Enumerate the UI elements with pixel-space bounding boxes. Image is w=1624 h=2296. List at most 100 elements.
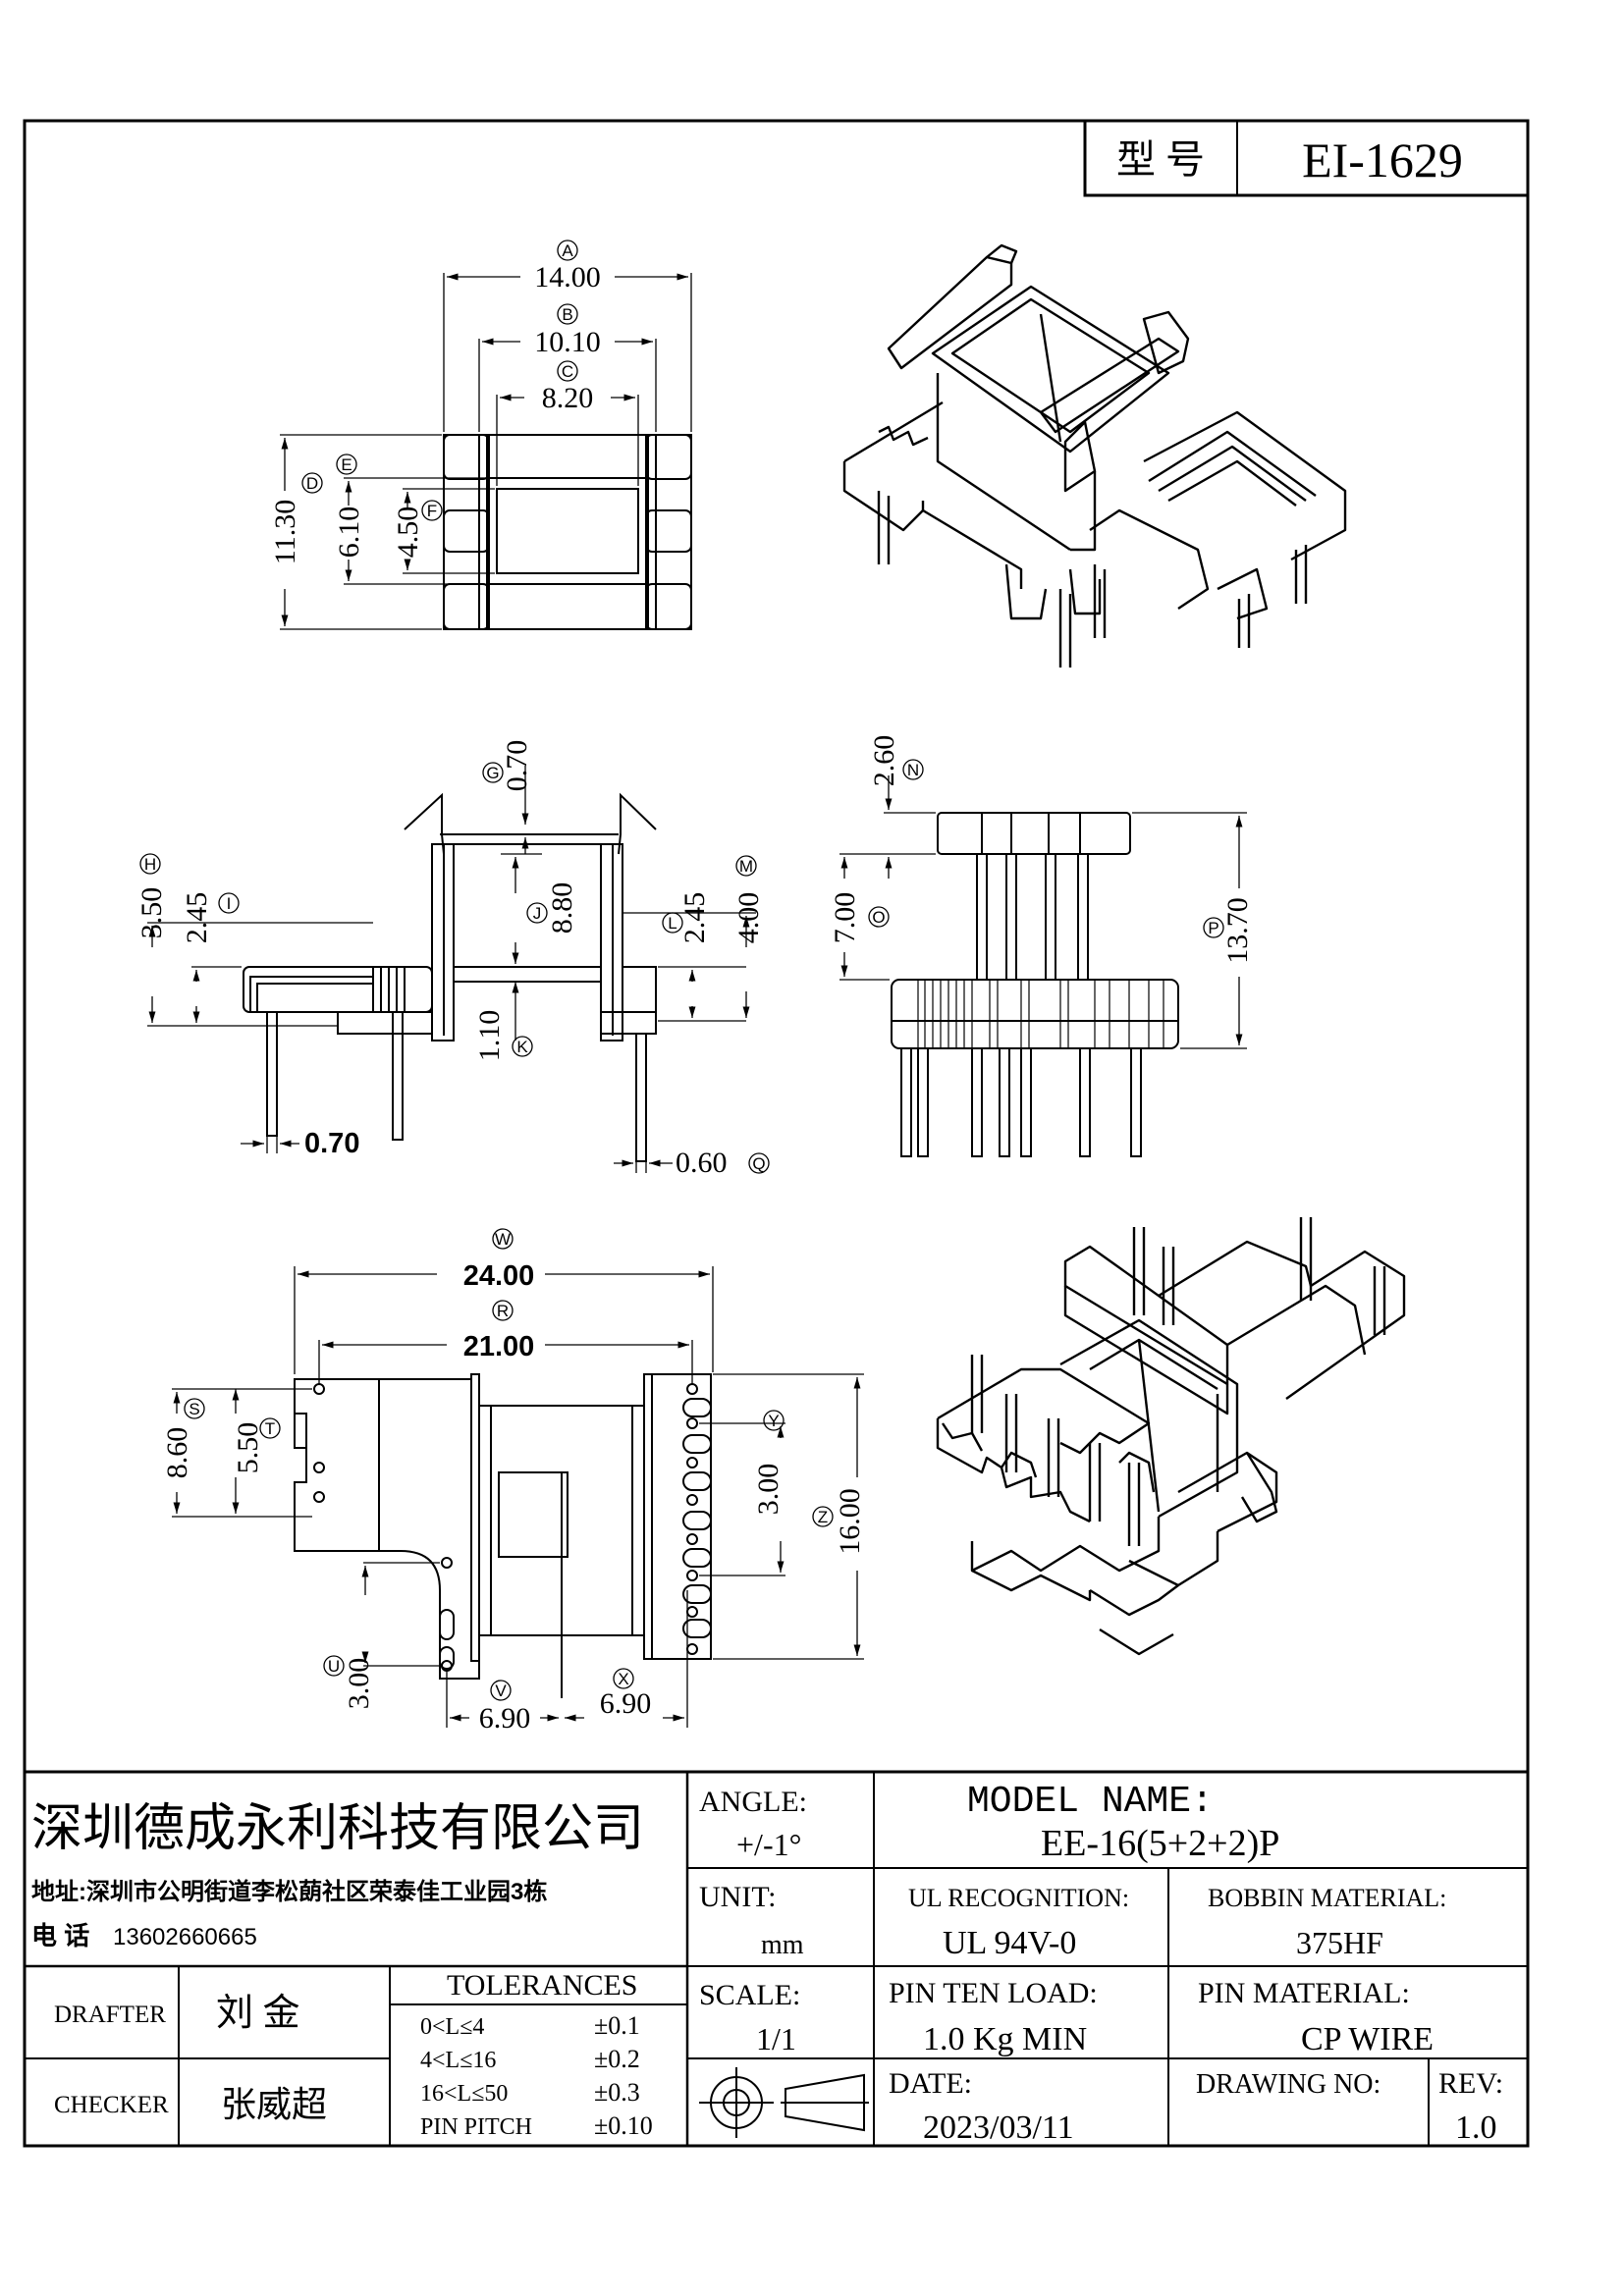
- phone-label: 电 话: [31, 1921, 89, 1950]
- company-address: 地址:深圳市公明街道李松蓢社区荣泰佳工业园3栋: [31, 1878, 547, 1905]
- pin-material-value: CP WIRE: [1301, 2021, 1434, 2057]
- svg-text:L: L: [668, 914, 677, 933]
- tolerance-value-3: ±0.3: [594, 2078, 640, 2107]
- dim-C: 8.20: [542, 382, 594, 414]
- rev-value: 1.0: [1455, 2109, 1497, 2146]
- pin-ten-load-label: PIN TEN LOAD:: [889, 1977, 1098, 2009]
- angle-label: ANGLE:: [699, 1786, 807, 1818]
- dim-X: 6.90: [600, 1687, 652, 1720]
- bobbin-material-label: BOBBIN MATERIAL:: [1208, 1884, 1446, 1912]
- dim-N: 2.60: [868, 735, 900, 787]
- tolerance-value-4: ±0.10: [594, 2111, 653, 2140]
- dim-J: 8.80: [546, 882, 578, 934]
- svg-text:X: X: [618, 1670, 628, 1688]
- svg-text:O: O: [872, 908, 885, 927]
- tolerance-value-2: ±0.2: [594, 2045, 640, 2073]
- projection-symbol-icon: [699, 2067, 869, 2138]
- dim-D: 11.30: [269, 500, 301, 564]
- title-block-text: 深圳德成永利科技有限公司 地址:深圳市公明街道李松蓢社区荣泰佳工业园3栋 电 话…: [31, 1781, 1503, 2146]
- dim-S: 8.60: [161, 1427, 193, 1479]
- ul-label: UL RECOGNITION:: [908, 1884, 1129, 1912]
- pin-ten-load-value: 1.0 Kg MIN: [923, 2021, 1087, 2057]
- svg-text:T: T: [265, 1419, 275, 1438]
- svg-text:Y: Y: [768, 1412, 779, 1430]
- title-block: [23, 1770, 1530, 2148]
- bobbin-material-value: 375HF: [1296, 1925, 1383, 1960]
- svg-text:V: V: [495, 1682, 507, 1700]
- tolerance-range-3: 16<L≤50: [420, 2081, 508, 2107]
- unit-value: mm: [761, 1930, 804, 1960]
- svg-text:D: D: [306, 474, 318, 493]
- dim-B: 10.10: [534, 326, 601, 358]
- side-view: [891, 812, 1179, 1157]
- front-view-dim-text: G 0.70 H 3.50 I 2.45 J 8.80 1.10 K L 2.4…: [135, 740, 770, 1179]
- dim-V: 6.90: [479, 1702, 531, 1735]
- svg-text:K: K: [516, 1038, 528, 1056]
- bottom-view-dimensions: [172, 1266, 864, 1728]
- svg-text:I: I: [227, 894, 232, 913]
- phone-number: 13602660665: [113, 1924, 257, 1950]
- svg-text:E: E: [341, 455, 352, 474]
- dim-Z: 16.00: [834, 1488, 866, 1555]
- top-view-dim-text: A 14.00 B 10.10 C 8.20 11.30 D 6.10 E 4.…: [269, 240, 601, 564]
- svg-text:J: J: [533, 904, 542, 923]
- svg-text:Z: Z: [818, 1508, 828, 1526]
- iso-view-bottom: [936, 1217, 1406, 1656]
- dim-I: 2.45: [181, 892, 213, 944]
- checker-label: CHECKER: [54, 2092, 169, 2118]
- top-view: [443, 434, 692, 630]
- svg-text:C: C: [562, 362, 573, 381]
- dim-O: 7.00: [829, 892, 861, 944]
- tolerance-range-1: 0<L≤4: [420, 2014, 484, 2040]
- tolerance-value-1: ±0.1: [594, 2011, 640, 2040]
- svg-text:P: P: [1208, 919, 1218, 937]
- svg-text:R: R: [497, 1302, 509, 1320]
- dim-Q: 0.60: [676, 1147, 728, 1179]
- bottom-view-pin-holes: [313, 1383, 698, 1672]
- dim-Y: 3.00: [752, 1464, 785, 1516]
- model-name-label: MODEL NAME:: [967, 1781, 1214, 1823]
- pin-material-label: PIN MATERIAL:: [1198, 1977, 1410, 2009]
- svg-text:H: H: [144, 855, 156, 874]
- iso-view-top: [842, 243, 1347, 667]
- tolerances-label: TOLERANCES: [447, 1969, 637, 2002]
- checker-value: 张威超: [221, 2085, 327, 2124]
- front-view-dimensions: [147, 766, 756, 1173]
- date-value: 2023/03/11: [923, 2109, 1074, 2146]
- unit-label: UNIT:: [699, 1881, 777, 1913]
- tolerance-range-4: PIN PITCH: [420, 2114, 532, 2140]
- model-name-value: EE-16(5+2+2)P: [1041, 1823, 1279, 1864]
- svg-text:N: N: [907, 761, 919, 779]
- dim-A: 14.00: [534, 261, 601, 294]
- company-name: 深圳德成永利科技有限公司: [31, 1801, 644, 1857]
- scale-value: 1/1: [756, 2021, 796, 2056]
- drafter-label: DRAFTER: [54, 2002, 166, 2028]
- svg-text:W: W: [495, 1230, 511, 1249]
- dim-W: 24.00: [463, 1260, 535, 1292]
- dim-pin-width: 0.70: [304, 1128, 359, 1159]
- dim-E: 6.10: [333, 507, 365, 559]
- svg-text:B: B: [562, 305, 572, 324]
- dim-P: 13.70: [1221, 897, 1254, 964]
- side-view-dimensions: [839, 775, 1247, 1049]
- dim-M: 4.00: [732, 892, 765, 944]
- top-view-dimensions: [280, 273, 692, 630]
- tolerance-range-2: 4<L≤16: [420, 2048, 496, 2073]
- front-view: [243, 792, 657, 1162]
- svg-text:U: U: [328, 1657, 340, 1676]
- rev-label: REV:: [1438, 2067, 1503, 2100]
- svg-text:A: A: [562, 241, 573, 260]
- dim-K: 1.10: [473, 1010, 506, 1062]
- svg-text:S: S: [189, 1400, 199, 1418]
- drafter-value: 刘 金: [216, 1993, 300, 2034]
- type-value: EI-1629: [1302, 133, 1463, 187]
- ul-value: UL 94V-0: [943, 1925, 1076, 1961]
- drawing-no-label: DRAWING NO:: [1196, 2069, 1380, 2100]
- date-label: DATE:: [889, 2067, 972, 2100]
- type-label: 型 号: [1116, 137, 1205, 182]
- svg-text:Q: Q: [752, 1154, 765, 1173]
- dim-U: 3.00: [343, 1658, 375, 1710]
- dim-T: 5.50: [232, 1422, 264, 1474]
- svg-text:G: G: [486, 764, 499, 782]
